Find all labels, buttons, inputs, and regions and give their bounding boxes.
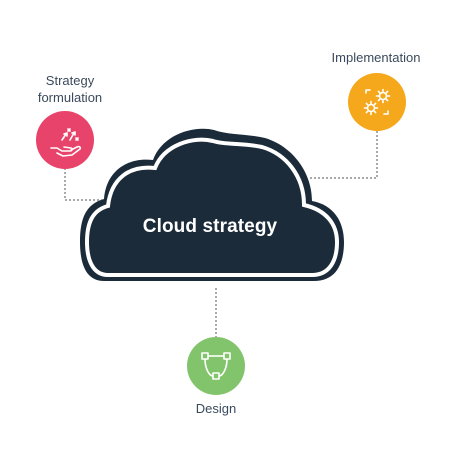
connectors xyxy=(64,131,378,338)
implementation-label: Implementation xyxy=(331,50,421,65)
strategy-circle xyxy=(36,111,94,169)
implementation-circle xyxy=(348,73,406,131)
hand-with-arrows-icon xyxy=(50,128,82,157)
strategy-label: Strategy formulation xyxy=(20,72,120,106)
connector-implementation xyxy=(310,131,378,179)
cloud-title: Cloud strategy xyxy=(142,216,278,237)
connector-strategy xyxy=(64,168,106,201)
cloud-shape xyxy=(80,128,344,281)
vector-path-icon xyxy=(201,352,231,380)
strategy-label-line2: formulation xyxy=(37,90,103,105)
design-label: Design xyxy=(195,401,237,416)
node-implementation xyxy=(348,73,406,131)
node-strategy xyxy=(36,111,94,169)
node-design xyxy=(187,337,245,395)
strategy-label-line1: Strategy xyxy=(45,73,95,88)
gears-icon xyxy=(363,88,391,116)
design-circle xyxy=(187,337,245,395)
cloud-inner-ring xyxy=(84,137,340,277)
